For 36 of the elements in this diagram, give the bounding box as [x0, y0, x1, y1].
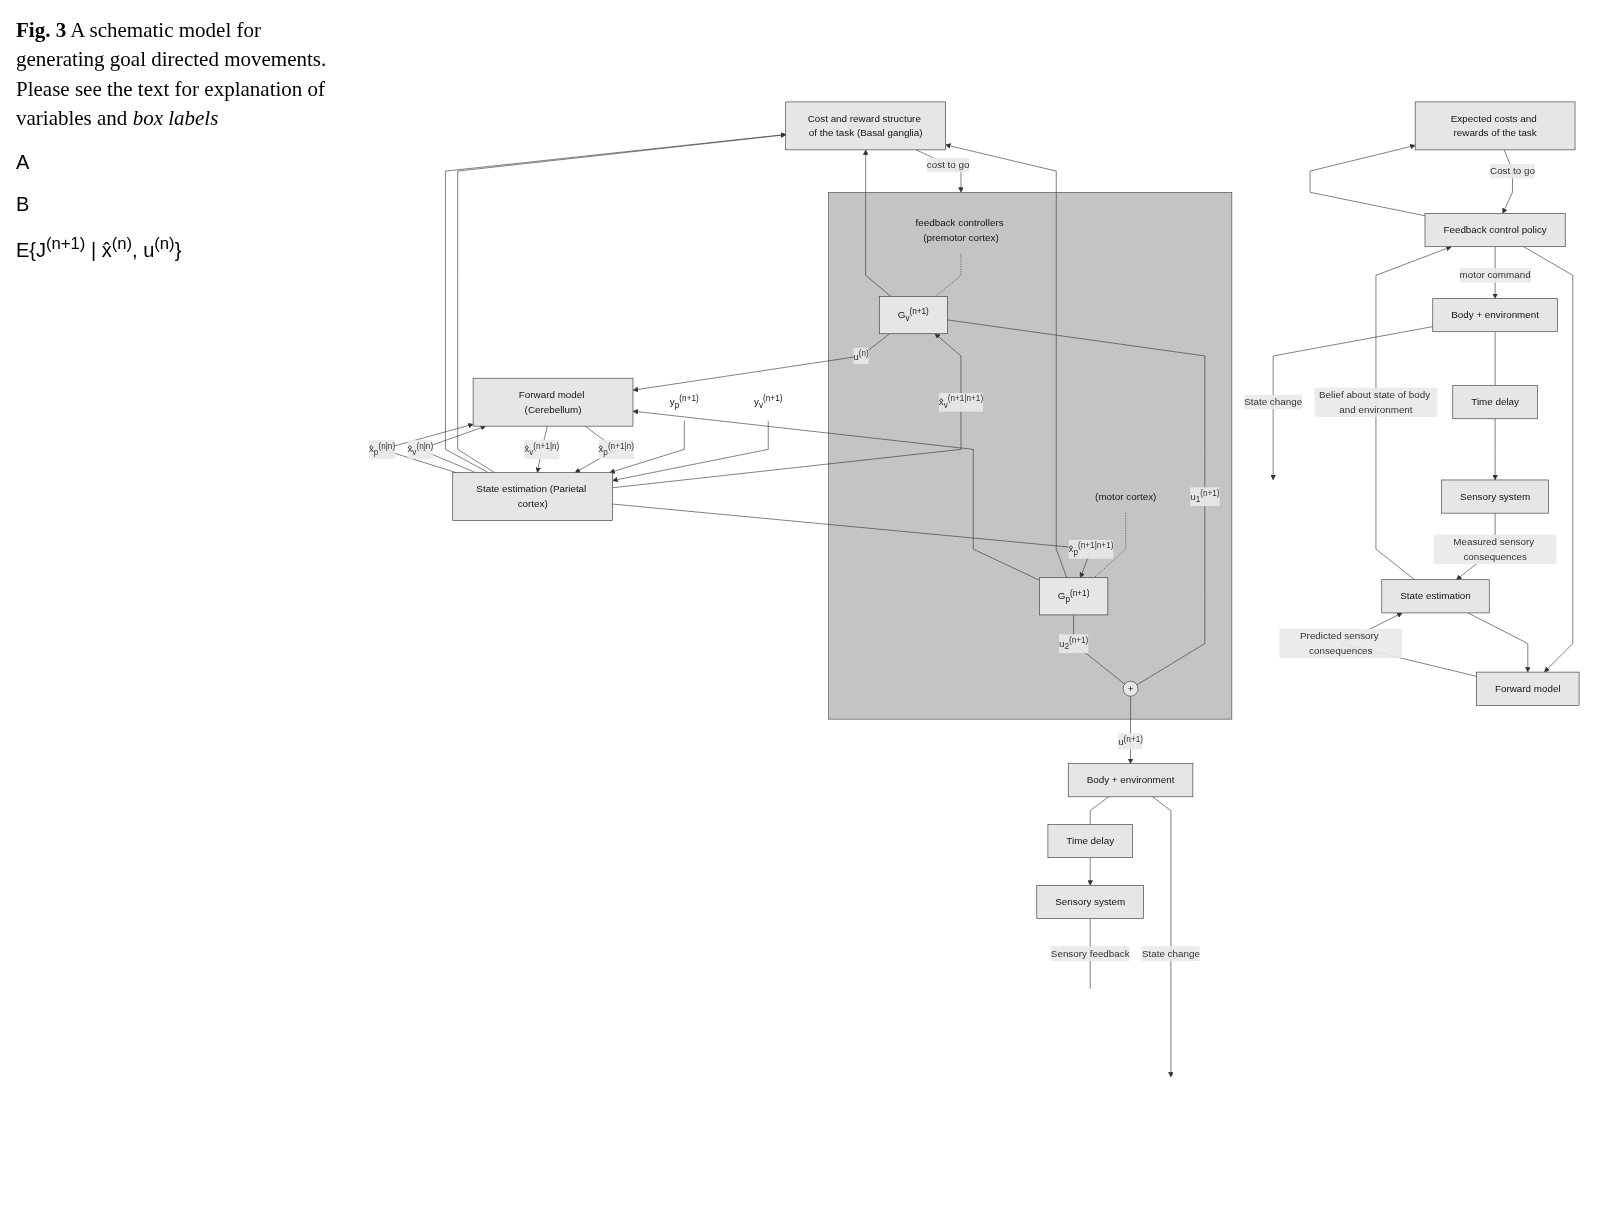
figure-caption: Fig. 3 A schematic model for generating goal directed movements. Please see the text for explanation of variables and box labels — [16, 17, 328, 133]
node-box: Time delay — [1047, 824, 1133, 859]
node-box: State estimation (Parietal cortex) — [451, 472, 613, 522]
node-box: Sensory system — [1440, 480, 1549, 514]
cluster — [827, 192, 1232, 720]
edge-label: State change — [1141, 948, 1200, 959]
edge-label: Cost to go — [1489, 165, 1535, 177]
node-box: Body + environment — [1431, 298, 1558, 333]
edge-label: State change — [1243, 396, 1302, 408]
node-text: (motor cortex) — [1094, 491, 1156, 502]
connector — [934, 254, 961, 298]
node-box: Body + environment — [1067, 763, 1193, 798]
node-circle: + — [1122, 681, 1138, 697]
edge-label: Sensory feedback — [1050, 948, 1130, 959]
node-box: Time delay — [1452, 385, 1538, 420]
diagram-label: B — [16, 191, 31, 217]
edge-label: u$^{(n)}$ — [852, 349, 869, 363]
connector — [1089, 796, 1109, 826]
node-box: Sensory system — [1036, 885, 1144, 920]
node-box: Cost and reward structure of the task (Basal ganglia) — [784, 101, 946, 151]
diagram-label: A — [16, 149, 31, 175]
edge-label: cost to go — [926, 159, 969, 171]
diagram-label: E{J$^{(n+1)}$ | x̂$^{(n)}$, u$^{(n)}$} — [16, 232, 183, 263]
node-text: feedback controllers (premotor cortex) — [915, 217, 1004, 243]
connector — [1093, 513, 1126, 579]
connector — [1494, 331, 1495, 387]
edge-label: motor command — [1459, 270, 1531, 281]
edge-label: Measured sensory consequences — [1452, 536, 1534, 562]
edge-label: Predicted sensory consequences — [1299, 630, 1379, 657]
edge-label: u$^{(n+1)}$ — [1117, 734, 1143, 748]
node-box: Expected costs and rewards of the task — [1414, 101, 1575, 151]
node-box: Feedback control policy — [1424, 213, 1566, 248]
node-box: State estimation — [1381, 579, 1490, 614]
node-box: Forward model (Cerebellum) — [472, 378, 633, 427]
edge-label: Belief about state of body and environment — [1318, 389, 1430, 415]
node-box: Forward model — [1475, 672, 1579, 706]
